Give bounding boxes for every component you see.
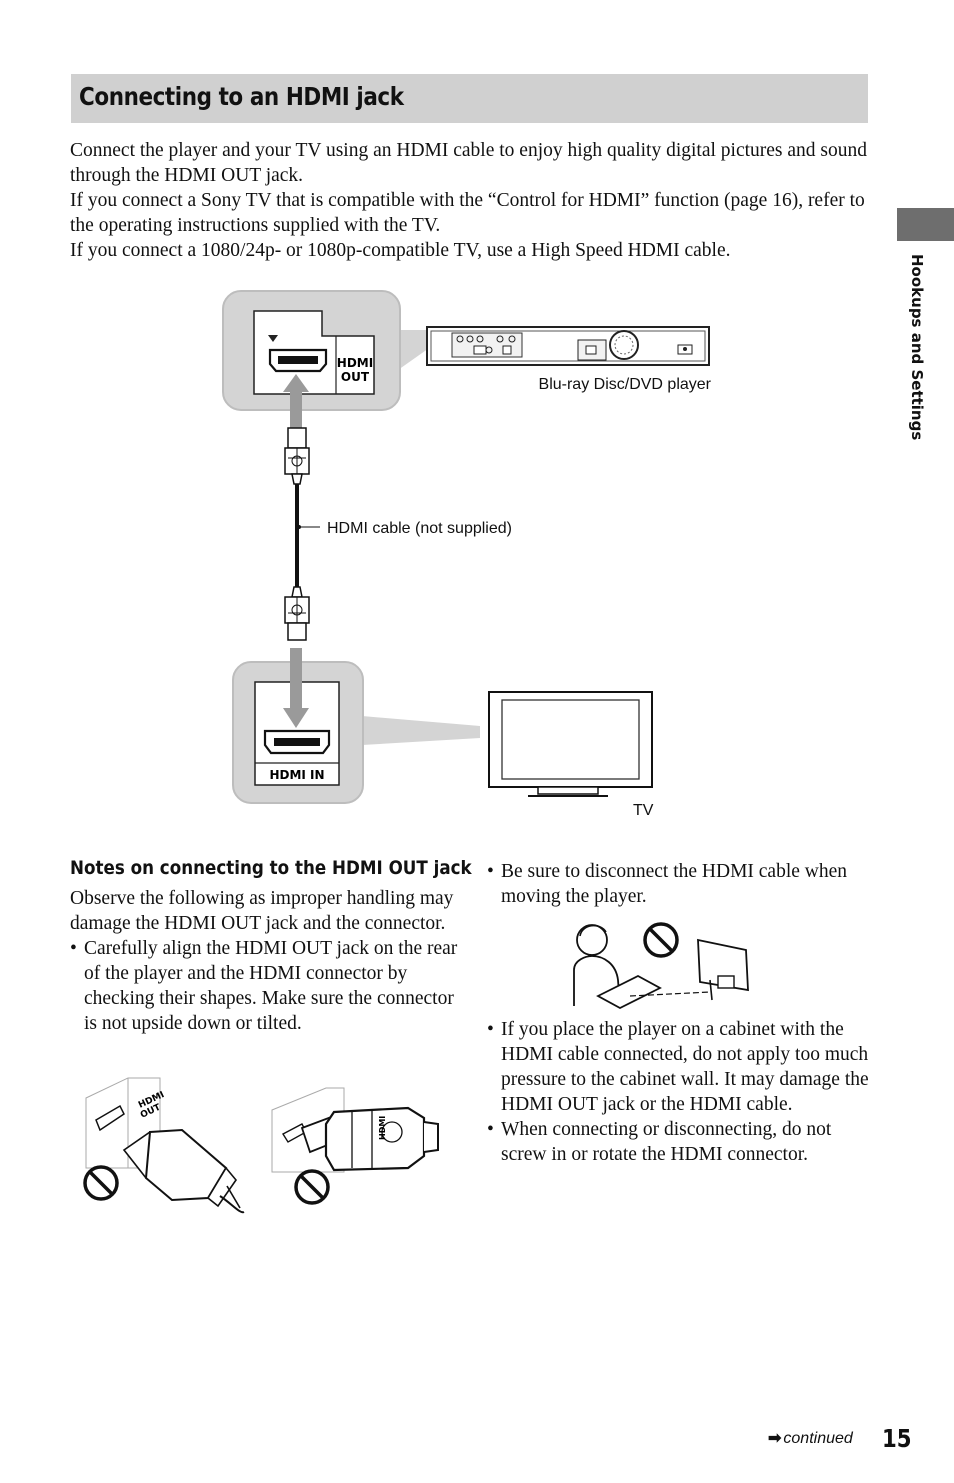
page-number: 15	[882, 1424, 912, 1453]
illustration-plug-logo: HDMI	[378, 1116, 387, 1140]
triangle-marker-icon	[268, 335, 278, 342]
section-tab-marker	[897, 208, 954, 241]
arrow-down-icon	[290, 648, 302, 710]
callout-pointer-tv	[362, 716, 480, 745]
prohibited-icon	[83, 1165, 119, 1201]
list-item: • Be sure to disconnect the HDMI cable w…	[487, 859, 872, 909]
prohibited-icon	[294, 1169, 330, 1205]
callout-pointer-player	[398, 330, 432, 370]
continued-indicator: ➡continued	[768, 1428, 853, 1448]
notes-heading: Notes on connecting to the HDMI OUT jack	[70, 857, 472, 879]
incorrect-insertion-illustration-2: HDMI	[271, 1087, 439, 1205]
note-text: Be sure to disconnect the HDMI cable whe…	[501, 861, 848, 907]
list-item: • Carefully align the HDMI OUT jack on t…	[70, 936, 458, 1036]
bullet-marker: •	[70, 938, 77, 959]
bullet-marker: •	[487, 1019, 494, 1040]
arrow-up-icon	[290, 388, 302, 430]
notes-left-column: Observe the following as improper handli…	[70, 886, 458, 1036]
cable-label: HDMI cable (not supplied)	[327, 520, 512, 537]
hdmi-plug-bottom	[284, 586, 310, 641]
list-item: • When connecting or disconnecting, do n…	[487, 1117, 872, 1167]
hdmi-plug-top	[284, 427, 310, 485]
list-item: • If you place the player on a cabinet w…	[487, 1017, 872, 1117]
intro-text: Connect the player and your TV using an …	[70, 138, 870, 263]
player-label: Blu-ray Disc/DVD player	[539, 376, 712, 393]
intro-paragraph: If you connect a 1080/24p- or 1080p-comp…	[70, 240, 731, 261]
bullet-marker: •	[487, 1119, 494, 1140]
bullet-marker: •	[487, 861, 494, 882]
prohibited-icon	[643, 922, 679, 958]
hdmi-out-jack-label: HDMI	[337, 356, 373, 370]
page-title: Connecting to an HDMI jack	[79, 82, 404, 111]
notes-intro: Observe the following as improper handli…	[70, 888, 454, 934]
moving-player-illustration	[573, 922, 749, 1010]
tv-label: TV	[633, 802, 654, 819]
arrow-right-icon: ➡	[768, 1430, 782, 1447]
note-text: Carefully align the HDMI OUT jack on the…	[84, 938, 458, 1034]
notes-right-column-top: • Be sure to disconnect the HDMI cable w…	[487, 859, 872, 909]
tv-icon	[488, 691, 653, 797]
notes-right-column-bottom: • If you place the player on a cabinet w…	[487, 1017, 872, 1167]
note-text: If you place the player on a cabinet wit…	[501, 1019, 869, 1115]
hdmi-in-jack-label: HDMI IN	[269, 768, 324, 782]
section-title-bar: Connecting to an HDMI jack	[71, 74, 868, 123]
blu-ray-player-rear-panel	[426, 326, 710, 366]
hdmi-out-jack-label: OUT	[341, 370, 370, 384]
intro-paragraph: If you connect a Sony TV that is compati…	[70, 190, 865, 236]
note-text: When connecting or disconnecting, do not…	[501, 1119, 832, 1165]
intro-paragraph: Connect the player and your TV using an …	[70, 140, 867, 186]
continued-label: continued	[783, 1430, 853, 1447]
incorrect-insertion-illustration-1: HDMI OUT	[83, 1077, 245, 1214]
